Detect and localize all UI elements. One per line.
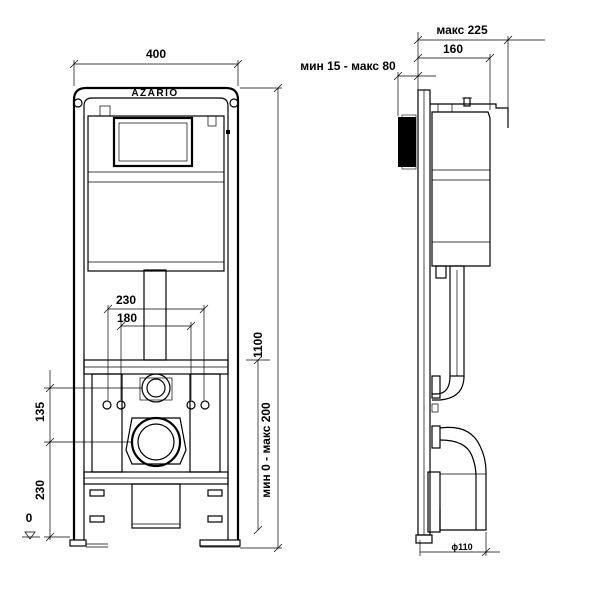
side-foot — [415, 534, 433, 544]
dim-label-drain-diameter: ϕ110 — [451, 542, 472, 552]
foot-left-plate — [69, 539, 87, 547]
dim-label-bolt-inner: 180 — [117, 311, 137, 325]
drain-pipe-inner — [137, 423, 175, 461]
floor-level-marker — [24, 531, 36, 540]
flush-plate-wall — [398, 117, 416, 167]
bolt-3 — [186, 400, 196, 410]
foot-right-plate — [199, 539, 241, 547]
dim-label-floor: 0 — [26, 511, 33, 525]
drain-pipe-outer — [130, 416, 182, 468]
flush-pipe — [143, 269, 167, 361]
side-top-bracket — [430, 103, 509, 128]
bracket-right — [189, 373, 221, 473]
inlet-pipe-inner — [146, 378, 166, 398]
dim-label-max-depth: макс 225 — [436, 23, 488, 37]
cistern-body — [87, 115, 225, 272]
leg-fixings — [89, 489, 223, 523]
drain-outlet-housing — [125, 417, 187, 465]
dim-label-width: 400 — [146, 47, 166, 61]
brand-logo-text: AZARIO — [131, 88, 178, 99]
frame-inner — [83, 97, 229, 540]
frame-hole-left — [73, 98, 83, 108]
front-view: AZARIO — [22, 47, 283, 553]
side-view: макс 225 160 мин 15 - макс 80 ϕ110 — [300, 23, 545, 557]
dim-label-wall-range: мин 15 - макс 80 — [300, 59, 396, 73]
bolt-2 — [116, 400, 126, 410]
dim-label-leg-range: мин 0 - макс 200 — [259, 402, 273, 498]
dim-label-pipe-spacing: 135 — [33, 402, 47, 422]
bolt-4 — [200, 400, 210, 410]
bolt-1 — [102, 400, 112, 410]
dim-label-bolt-outer: 230 — [116, 293, 136, 307]
drain-stub — [131, 483, 181, 529]
bracket-left — [91, 373, 123, 473]
side-drain-elbow — [439, 426, 487, 531]
flush-button-opening — [112, 116, 194, 168]
frame-hole-right — [229, 98, 239, 108]
dim-label-height: 1100 — [251, 332, 265, 358]
dim-label-drain-height: 230 — [33, 480, 47, 500]
frame-outer — [72, 86, 240, 540]
dim-label-depth: 160 — [443, 42, 463, 56]
side-cistern — [431, 111, 491, 267]
